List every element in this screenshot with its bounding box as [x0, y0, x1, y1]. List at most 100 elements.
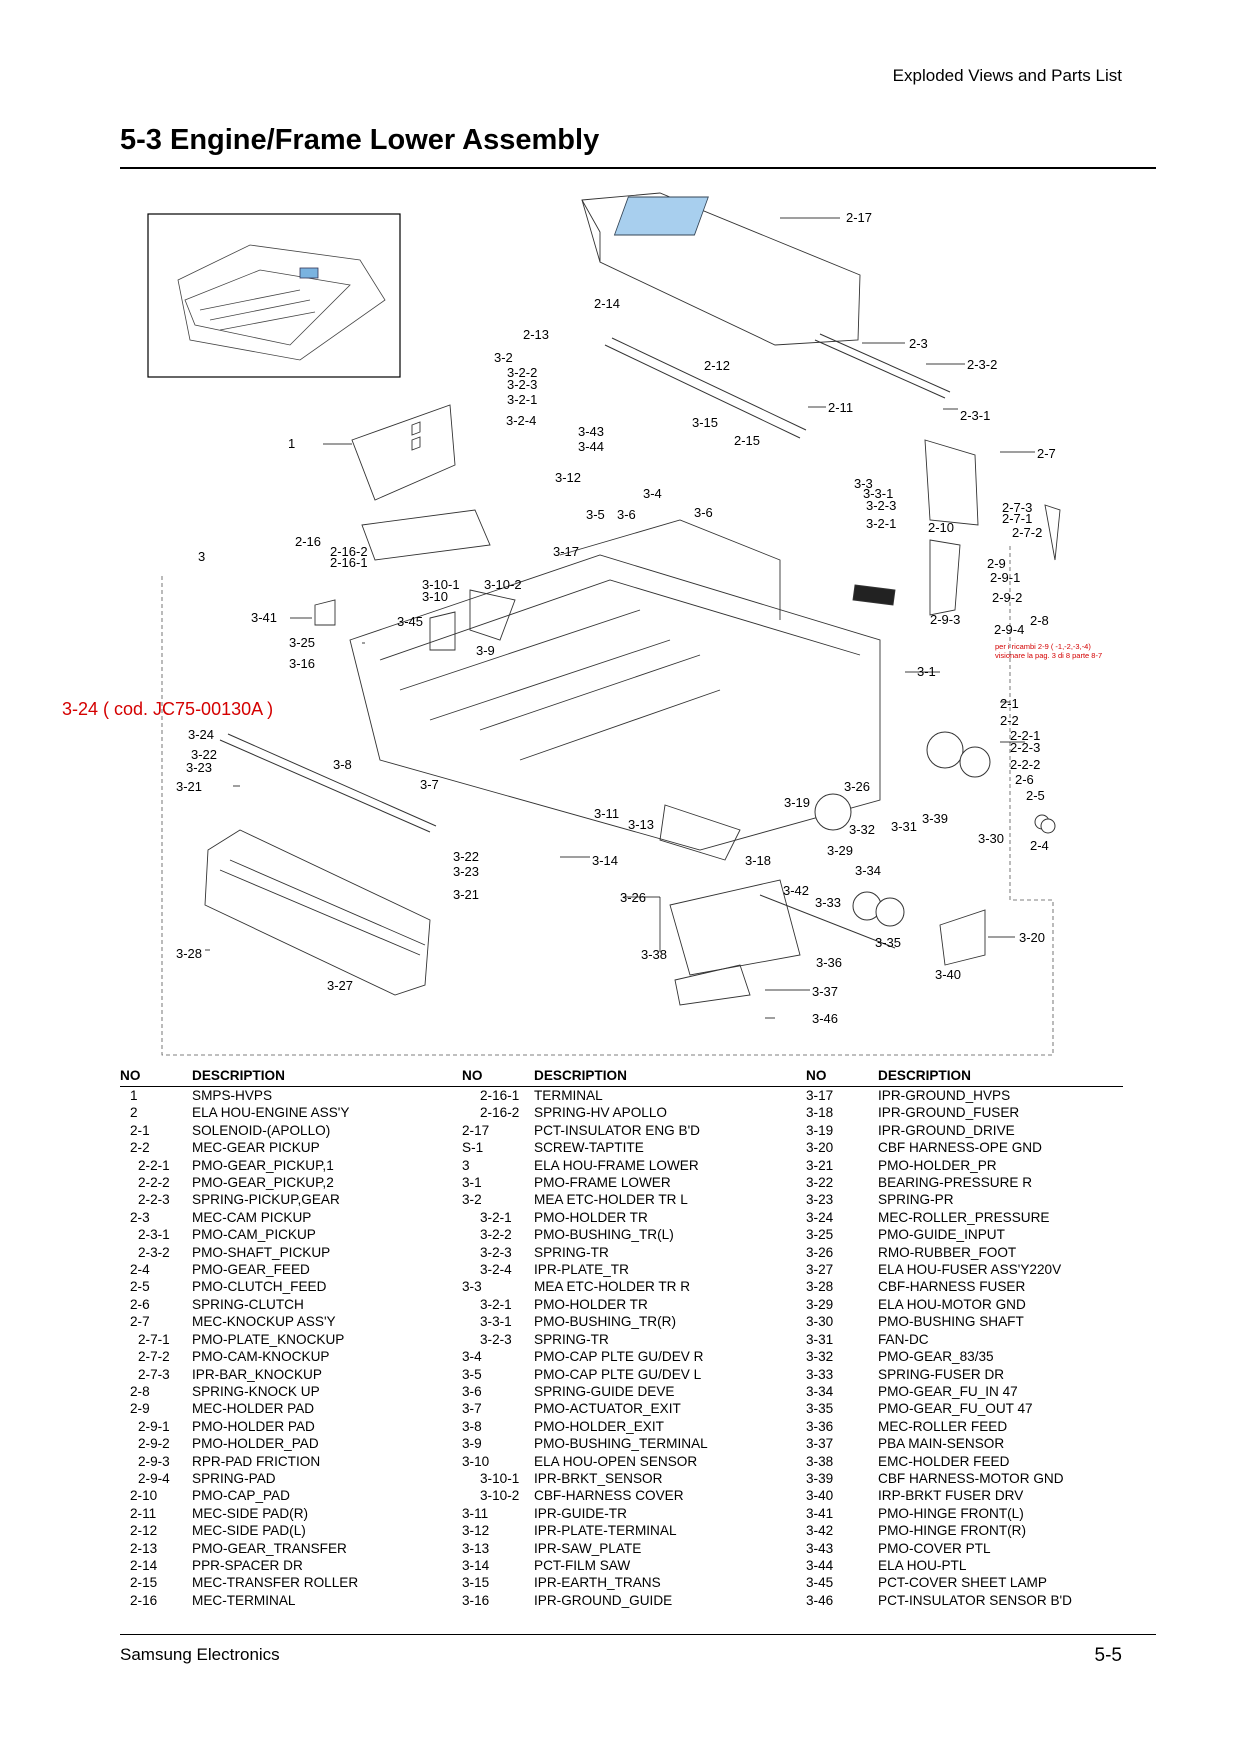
part-description-cell: SPRING-PICKUP,GEAR — [192, 1192, 340, 1208]
inset-drawing — [177, 244, 386, 361]
part-description-cell: ELA HOU-FRAME LOWER — [534, 1157, 699, 1173]
part-description-cell: SPRING-TR — [534, 1331, 609, 1347]
part-label: 3-3-1 — [863, 486, 893, 501]
part-number-cell: 3-40 — [806, 1488, 834, 1504]
part-label: 3-29 — [827, 843, 853, 858]
part-description-cell: MEC-GEAR PICKUP — [192, 1140, 320, 1156]
column-header: NO — [462, 1066, 534, 1087]
part-label: 3-10-1 — [422, 577, 460, 592]
part-number-cell: 3-31 — [806, 1331, 834, 1347]
part-description-cell: PMO-CAM_PICKUP — [192, 1227, 316, 1243]
footer-rule — [120, 1634, 1156, 1635]
part-number-cell: 3-10 — [462, 1453, 490, 1469]
footer-company: Samsung Electronics — [120, 1645, 280, 1664]
part-label: 3-2-3 — [507, 377, 537, 392]
part-description-cell: ELA HOU-FUSER ASS'Y220V — [878, 1262, 1062, 1278]
part-label: 3-19 — [784, 795, 810, 810]
part-number-cell: 3 — [462, 1157, 470, 1173]
leader-lines — [205, 217, 1035, 1019]
part-description-cell: SOLENOID-(APOLLO) — [192, 1122, 331, 1138]
part-label: 2-5 — [1026, 788, 1045, 803]
part-description-cell: PCT-INSULATOR SENSOR B'D — [878, 1592, 1072, 1608]
part-number-cell: 3-19 — [806, 1122, 834, 1138]
part-number-cell: 3-2 — [462, 1192, 482, 1208]
part-number-cell: 2-12 — [130, 1523, 158, 1539]
part-label: 3-36 — [816, 955, 842, 970]
part-description-cell: CBF-HARNESS COVER — [534, 1488, 684, 1504]
part-description-cell: MEA ETC-HOLDER TR L — [534, 1192, 688, 1208]
part-label: 2-1 — [1000, 696, 1019, 711]
part-label: 3-17 — [553, 544, 579, 559]
part-number-cell: 2-14 — [130, 1557, 158, 1573]
part-number-cell: 2-10 — [130, 1488, 158, 1504]
part-label: 3-26 — [620, 890, 646, 905]
part-label: 3-7 — [420, 777, 439, 792]
part-description-cell: RPR-PAD FRICTION — [192, 1453, 321, 1469]
part-description-cell: PMO-BUSHING_TR(R) — [534, 1314, 676, 1330]
part-label: 2-3-2 — [967, 357, 997, 372]
column-header: DESCRIPTION — [878, 1066, 1123, 1087]
part-description-cell: SPRING-CLUTCH — [192, 1296, 304, 1312]
part-description-cell: PMO-GEAR_PICKUP,1 — [192, 1157, 334, 1173]
part-description-cell: IPR-GUIDE-TR — [534, 1505, 627, 1521]
part-label: 3-2 — [494, 350, 513, 365]
part-label: 3-5 — [586, 507, 605, 522]
footer-page-number: 5-5 — [1094, 1645, 1122, 1666]
column-header: NO — [806, 1066, 878, 1087]
part-number-cell: 3-10-1 — [480, 1470, 520, 1486]
part-label: 2-7 — [1037, 446, 1056, 461]
part-number-cell: 3-35 — [806, 1401, 834, 1417]
part-label: 3-26 — [844, 779, 870, 794]
part-number-cell: 3-33 — [806, 1366, 834, 1382]
part-label: 3-11 — [594, 806, 619, 821]
exploded-view-diagram: 2-17 2-14 2-13 2-3 2-3-2 3-2 3-2-2 3-2-3… — [62, 192, 1102, 1056]
part-number-cell: 2-13 — [130, 1540, 158, 1556]
part-description-cell: MEC-ROLLER FEED — [878, 1418, 1008, 1434]
part-number-cell: 3-6 — [462, 1383, 482, 1399]
part-description-cell: PMO-HOLDER_EXIT — [534, 1418, 664, 1434]
part-label: 2-16-1 — [330, 555, 368, 570]
part-label: 3-34 — [855, 863, 881, 878]
gears — [814, 731, 1056, 927]
part-label: 2-7-1 — [1002, 511, 1032, 526]
part-description-cell: PMO-PLATE_KNOCKUP — [192, 1331, 345, 1347]
column-header: NO — [120, 1066, 192, 1087]
part-description-cell: PMO-GEAR_FU_IN 47 — [878, 1383, 1018, 1399]
part-number-cell: 2-7-3 — [138, 1366, 170, 1382]
part-number-cell: 3-29 — [806, 1296, 834, 1312]
part-number-cell: 3-37 — [806, 1436, 834, 1452]
part-description-cell: ELA HOU-OPEN SENSOR — [534, 1453, 698, 1469]
fuser-assembly — [204, 829, 431, 996]
part-description-cell: MEC-SIDE PAD(R) — [192, 1505, 309, 1521]
part-number-cell: 2-3-2 — [138, 1244, 170, 1260]
part-number-cell: 3-11 — [462, 1505, 489, 1521]
part-label: 2-9-2 — [992, 590, 1022, 605]
part-label: 3-10 — [422, 589, 448, 604]
part-number-cell: 3-1 — [462, 1175, 482, 1191]
part-number-cell: 3-26 — [806, 1244, 834, 1260]
part-number-cell: 3-30 — [806, 1314, 834, 1330]
part-description-cell: MEA ETC-HOLDER TR R — [534, 1279, 691, 1295]
part-description-cell: PMO-HOLDER_PAD — [192, 1436, 319, 1452]
part-label: 3-9 — [476, 643, 495, 658]
part-label: 2-9-1 — [990, 570, 1020, 585]
part-description-cell: MEC-TRANSFER ROLLER — [192, 1575, 359, 1591]
part-description-cell: PMO-SHAFT_PICKUP — [192, 1244, 331, 1260]
part-label: 3-12 — [555, 470, 581, 485]
part-label: 3-2-1 — [507, 392, 537, 407]
part-number-cell: 3-2-2 — [480, 1227, 512, 1243]
part-description-cell: PCT-COVER SHEET LAMP — [878, 1575, 1047, 1591]
column-header: DESCRIPTION — [192, 1066, 462, 1087]
